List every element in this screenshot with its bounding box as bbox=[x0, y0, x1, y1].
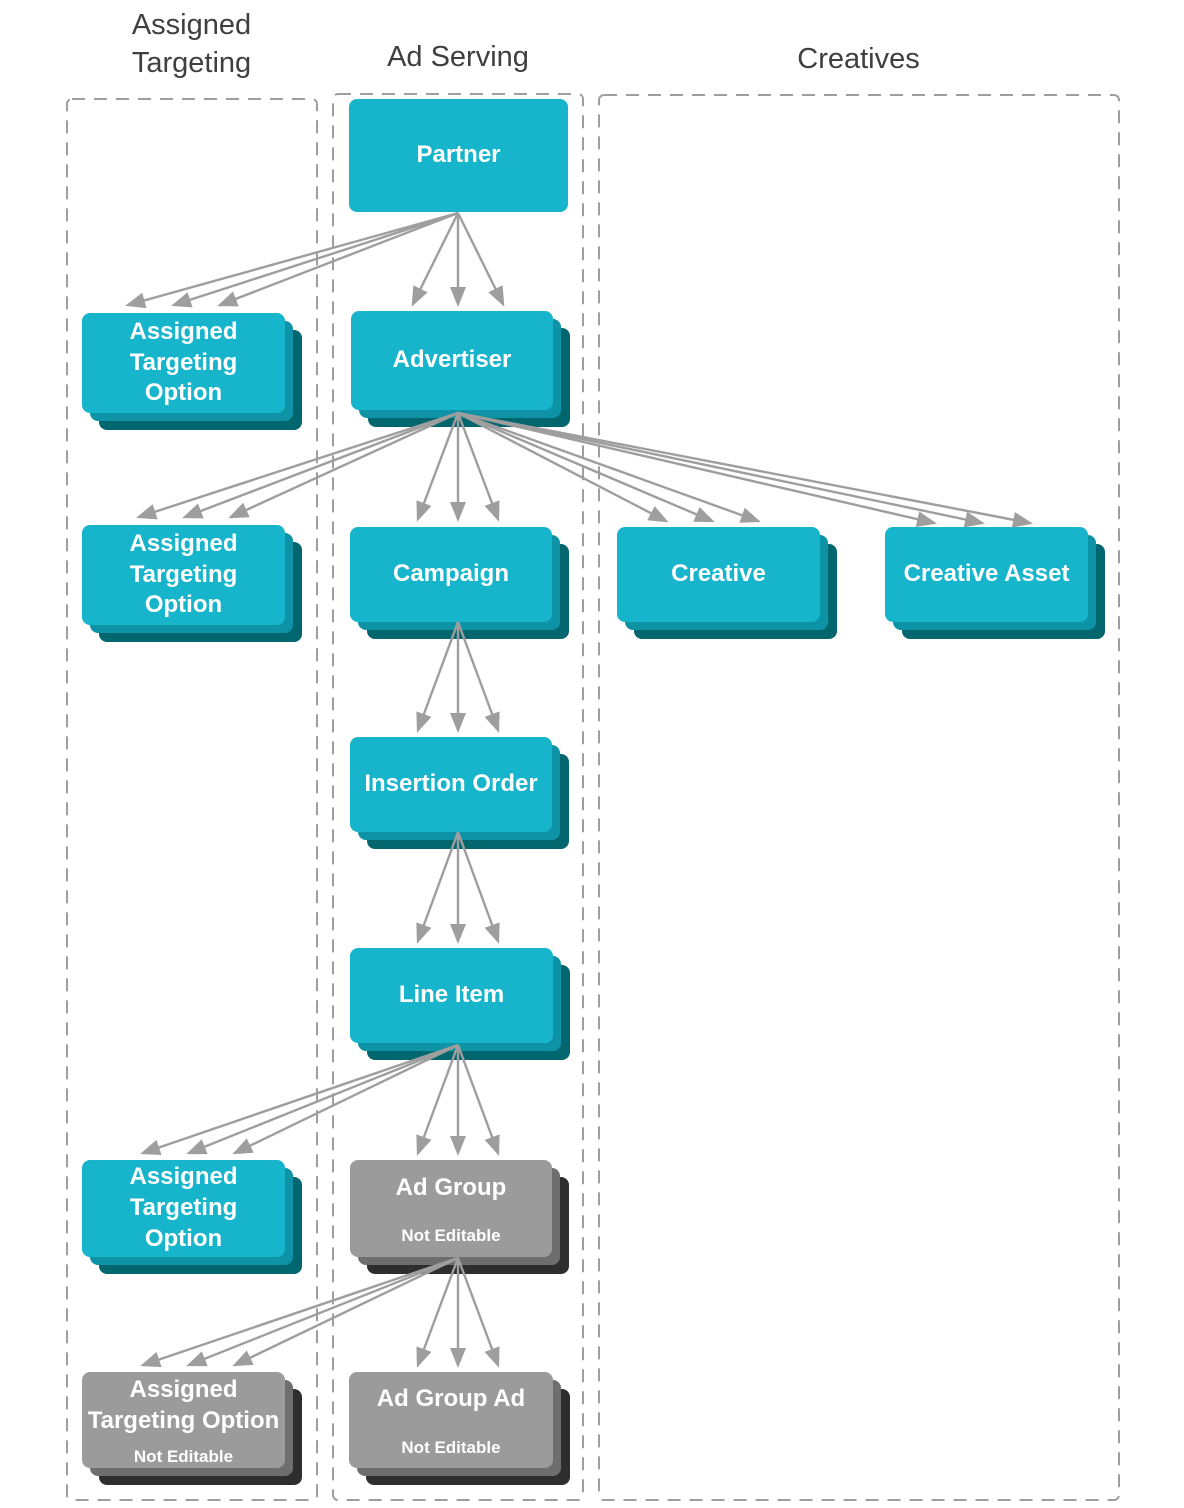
node-label: Creative Asset bbox=[903, 560, 1070, 588]
node-label: Ad Group Ad bbox=[376, 1385, 526, 1413]
node-label: Campaign bbox=[392, 560, 509, 588]
column-title-creatives: Creatives bbox=[797, 43, 920, 75]
node-creative: Creative bbox=[617, 527, 820, 622]
node-ad-group-ad: Ad Group Ad Not Editable bbox=[349, 1372, 553, 1468]
column-assigned-targeting-border bbox=[66, 98, 318, 1501]
node-assigned-targeting-option-not-editable: Assigned Targeting Option Not Editable bbox=[82, 1372, 285, 1468]
node-label: Line Item bbox=[398, 981, 505, 1009]
node-line-item: Line Item bbox=[350, 948, 553, 1043]
node-label: Assigned Targeting Option bbox=[87, 1375, 280, 1434]
node-assigned-targeting-option-1: Assigned Targeting Option bbox=[82, 313, 285, 413]
node-partner: Partner bbox=[349, 99, 568, 212]
node-sublabel: Not Editable bbox=[401, 1437, 501, 1457]
column-title-ad-serving: Ad Serving bbox=[387, 41, 529, 73]
node-label: Insertion Order bbox=[364, 770, 538, 798]
node-label: Assigned Targeting Option bbox=[129, 529, 238, 619]
node-advertiser: Advertiser bbox=[351, 311, 553, 410]
node-sublabel: Not Editable bbox=[401, 1226, 501, 1246]
column-ad-serving-border bbox=[332, 93, 584, 1501]
node-assigned-targeting-option-2: Assigned Targeting Option bbox=[82, 525, 285, 625]
node-creative-asset: Creative Asset bbox=[885, 527, 1088, 622]
node-ad-group: Ad Group Not Editable bbox=[350, 1160, 552, 1257]
node-label: Partner bbox=[416, 141, 501, 169]
node-label: Ad Group bbox=[395, 1173, 507, 1201]
node-campaign: Campaign bbox=[350, 527, 552, 622]
column-creatives-border bbox=[598, 94, 1120, 1501]
node-label: Assigned Targeting Option bbox=[129, 317, 238, 407]
node-label: Assigned Targeting Option bbox=[129, 1163, 238, 1252]
node-insertion-order: Insertion Order bbox=[350, 737, 552, 832]
column-title-assigned-targeting: Assigned Targeting bbox=[131, 9, 252, 80]
node-assigned-targeting-option-3: Assigned Targeting Option bbox=[82, 1160, 285, 1257]
node-label: Creative bbox=[671, 560, 766, 588]
node-sublabel: Not Editable bbox=[133, 1447, 234, 1467]
node-label: Advertiser bbox=[392, 346, 512, 374]
